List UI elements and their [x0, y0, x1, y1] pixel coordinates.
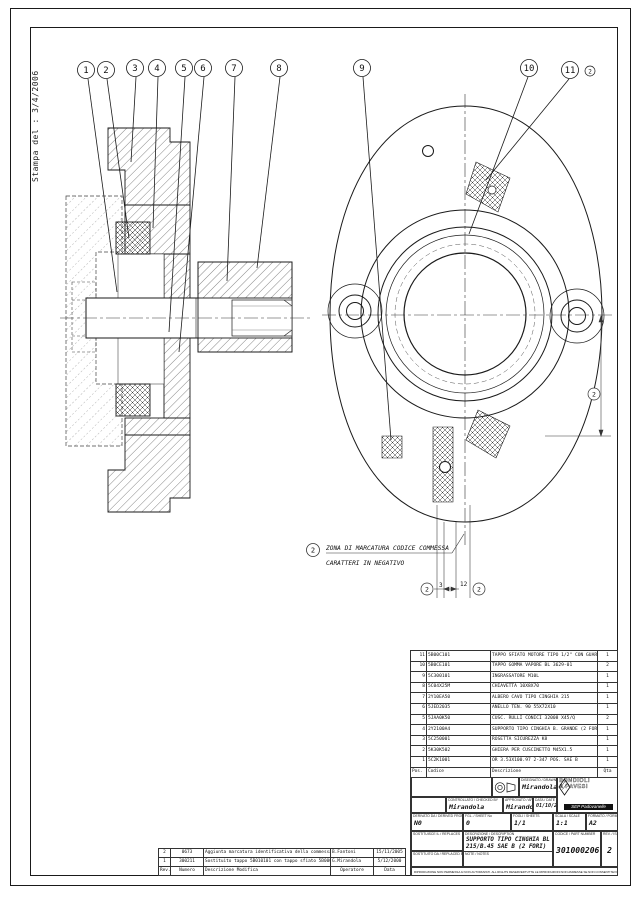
sheet-no-cell: FGL. / SHEET No 0 — [463, 813, 511, 831]
flange-view — [322, 94, 612, 548]
title-block-empty-cell — [411, 777, 492, 797]
revision-cell: REV. / ISS. 2 — [601, 831, 618, 867]
projection-symbol-cell — [492, 777, 519, 797]
revision-header-row: Rev. Numero Descrizione Modifica Operato… — [158, 866, 406, 876]
svg-text:11: 11 — [565, 66, 576, 76]
svg-text:10: 10 — [524, 64, 535, 74]
title-block-empty-cell — [411, 797, 446, 813]
section-view — [60, 127, 312, 513]
drawn-by-cell: DISEGNATO / DRAWN BY Mirandola — [519, 777, 557, 797]
legal-right: VIETATA LA RIPRODUZIONE NON AUTORIZZATA — [614, 869, 617, 874]
dim-rev-markers: 2 2 2 — [420, 387, 601, 596]
svg-text:3: 3 — [132, 64, 137, 74]
revision-row: 1 300211 Sostituito tappo 5B010101 con t… — [158, 857, 406, 867]
svg-text:9: 9 — [359, 64, 364, 74]
support-bottom-flange — [107, 434, 191, 513]
approved-by-cell: APPROVATO / APPROVED BY Mirandola — [503, 797, 533, 813]
dim-small-value: 3 — [439, 582, 443, 589]
notes-cell: NOTE / NOTES — [463, 851, 553, 867]
title-block: DISEGNATO / DRAWN BY Mirandola BONDIOLI … — [410, 777, 618, 876]
bolt-ear-right — [549, 288, 605, 344]
svg-text:6: 6 — [200, 64, 205, 74]
sleeve-hatch-top — [197, 261, 293, 299]
part-number-cell: CODICE / PART NUMBER 301000206 — [553, 831, 601, 867]
revision-row: 2 0673 Aggiunta marcatura identificativa… — [158, 848, 406, 858]
support-housing-lower — [124, 417, 191, 436]
marking-zone-top — [465, 161, 511, 213]
marking-zone-small — [381, 435, 403, 459]
marking-zone-right — [465, 409, 511, 459]
svg-text:2: 2 — [103, 66, 108, 76]
callout-rev-bubble: 2 — [588, 69, 592, 76]
note-line1: ZONA DI MARCATURA CODICE COMMESSA — [325, 545, 449, 552]
legal-mid: TUTTE LE RIPRODUZIONI NON AMMESSE SE NON… — [524, 869, 615, 874]
note-marker: 2 — [311, 547, 315, 555]
svg-text:7: 7 — [231, 64, 236, 74]
svg-text:2: 2 — [477, 586, 481, 594]
marking-note: 2 ZONA DI MARCATURA CODICE COMMESSA CARA… — [306, 533, 465, 567]
svg-text:1: 1 — [83, 66, 88, 76]
sheet-outer-border — [10, 8, 631, 886]
checked-by-cell: CONTROLLATO / CHECKED BY Mirandola — [446, 797, 503, 813]
svg-text:2: 2 — [592, 391, 596, 399]
sheet-inner-frame — [30, 27, 618, 876]
svg-text:2: 2 — [425, 586, 429, 594]
callouts — [77, 59, 596, 441]
scale-cell: SCALA / SCALE 1:1 — [553, 813, 586, 831]
note-line2: CARATTERI IN NEGATIVO — [326, 560, 405, 567]
dim-large-value: 12 — [460, 581, 468, 588]
revision-table: 2 0673 Aggiunta marcatura identificativa… — [158, 848, 406, 876]
projection-symbol-icon — [494, 782, 516, 793]
bearing-upper — [115, 221, 151, 255]
company-logo-cell: BONDIOLI & PAVESI SEP Padovanelle — [557, 777, 618, 813]
date-cell: DATA / DATE 01/10/2000 — [533, 797, 557, 813]
svg-text:8: 8 — [276, 64, 281, 74]
replaces-cell: SOSTITUISCE IL / REPLACES — [411, 831, 463, 851]
bolt-ear-left — [327, 283, 383, 339]
replaced-by-cell: SOSTITUITO DA / REPLACED BY — [411, 851, 463, 867]
svg-text:5: 5 — [181, 64, 186, 74]
sheets-cell: FOGLI / SHEETS 1/1 — [511, 813, 553, 831]
company-name: BONDIOLI & PAVESI — [559, 778, 590, 790]
legal-strip: RIPRODUZIONE NON PERMESSA AI NON AUTORIZ… — [411, 867, 618, 876]
sleeve-hatch-bottom — [197, 337, 293, 353]
company-badge: SEP Padovanelle — [564, 803, 613, 810]
company-logo: BONDIOLI & PAVESI — [558, 778, 617, 796]
callout-labels: 1 2 3 4 5 6 7 8 9 10 11 2 — [83, 64, 592, 76]
legal-left: RIPRODUZIONE NON PERMESSA AI NON AUTORIZ… — [414, 869, 525, 874]
company-diamond-icon — [558, 778, 571, 796]
dimensions — [434, 315, 611, 598]
format-cell: FORMATO / FORMAT A2 — [586, 813, 618, 831]
svg-text:4: 4 — [154, 64, 159, 74]
bearing-lower — [115, 383, 151, 417]
derived-from-cell: DERIVATO DA / DERIVED FROM N0 — [411, 813, 463, 831]
